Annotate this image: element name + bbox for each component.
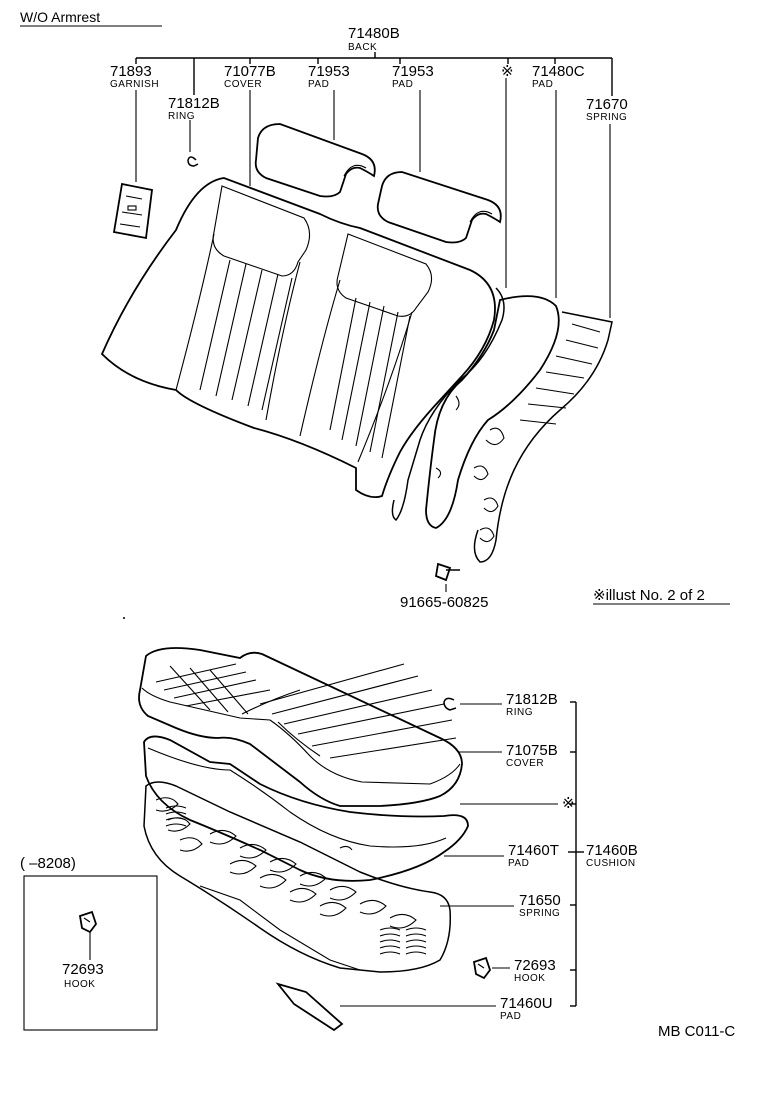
part-name-pad-back: PAD xyxy=(532,79,553,90)
part-name-cover-cushion: COVER xyxy=(506,758,544,769)
part-number-ring-cushion: 71812B xyxy=(506,691,558,708)
inset-hook-drawing xyxy=(78,910,98,934)
part-name-cover-back: COVER xyxy=(224,79,262,90)
pad-back-drawing xyxy=(425,295,560,529)
part-name-hook: HOOK xyxy=(514,973,545,984)
part-number-pad-right: 71953 xyxy=(392,63,434,80)
pad-lower-drawing xyxy=(275,982,344,1032)
part-name-garnish: GARNISH xyxy=(110,79,159,90)
part-number-garnish: 71893 xyxy=(110,63,152,80)
inset-part-name: HOOK xyxy=(64,979,95,990)
variant-label: W/O Armrest xyxy=(20,9,100,25)
bolt-drawing xyxy=(434,562,452,582)
part-number-cover-cushion: 71075B xyxy=(506,742,558,759)
cushion-assembly-name: CUSHION xyxy=(586,858,636,869)
bolt-number: 91665-60825 xyxy=(400,594,488,611)
part-number-cover-back: 71077B xyxy=(224,63,276,80)
part-number-ring-back: 71812B xyxy=(168,95,220,112)
part-number-pad-cushion: 71460T xyxy=(508,842,559,859)
part-number-pad-left: 71953 xyxy=(308,63,350,80)
part-number-pad-back: 71480C xyxy=(532,63,585,80)
cover-back-drawing xyxy=(100,177,496,499)
asterisk-back: ※ xyxy=(501,63,514,80)
part-name-ring-cushion: RING xyxy=(506,707,533,718)
inset-date-range: ( –8208) xyxy=(20,855,76,872)
illust-note: ※illust No. 2 of 2 xyxy=(593,587,705,604)
pad-left-drawing xyxy=(254,123,376,198)
ring-cushion-drawing xyxy=(443,697,457,711)
cushion-assembly-number: 71460B xyxy=(586,842,638,859)
back-assembly-number: 71480B xyxy=(348,25,400,42)
part-name-pad-cushion: PAD xyxy=(508,858,529,869)
part-name-spring-cushion: SPRING xyxy=(519,908,560,919)
part-name-pad-right: PAD xyxy=(392,79,413,90)
pad-cushion-drawing xyxy=(143,735,469,882)
wire-frame-back xyxy=(391,287,505,522)
hook-drawing xyxy=(472,956,492,980)
back-assembly-name: BACK xyxy=(348,42,377,53)
part-name-spring-back: SPRING xyxy=(586,112,627,123)
part-number-spring-back: 71670 xyxy=(586,96,628,113)
inset-frame xyxy=(23,875,158,1031)
part-number-hook: 72693 xyxy=(514,957,556,974)
part-number-spring-cushion: 71650 xyxy=(519,892,561,909)
ring-back-drawing xyxy=(187,156,199,167)
figure-code: MB C011-C xyxy=(658,1023,735,1040)
part-name-ring-back: RING xyxy=(168,111,195,122)
part-name-pad-lower: PAD xyxy=(500,1011,521,1022)
part-name-pad-left: PAD xyxy=(308,79,329,90)
pad-right-drawing xyxy=(376,171,502,244)
asterisk-cushion: ※ xyxy=(562,795,575,812)
spring-back-drawing xyxy=(473,311,613,563)
spring-cushion-drawing xyxy=(143,781,452,973)
garnish-drawing xyxy=(112,182,153,240)
inset-part-number: 72693 xyxy=(62,961,104,978)
part-number-pad-lower: 71460U xyxy=(500,995,553,1012)
